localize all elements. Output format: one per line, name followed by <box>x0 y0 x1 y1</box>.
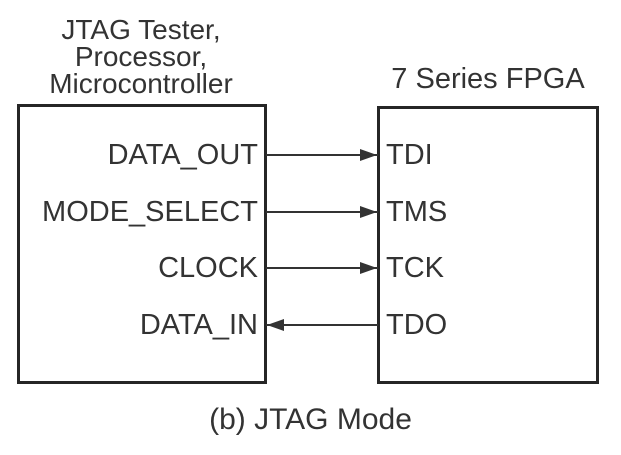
left-device-title-line-1: JTAG Tester, <box>61 14 221 45</box>
wire-mode-select-to-tms <box>266 211 378 213</box>
signal-label-tdi: TDI <box>386 139 433 171</box>
arrowhead-right-tck-icon <box>360 262 377 274</box>
signal-label-tck: TCK <box>386 252 444 284</box>
wire-clock-to-tck <box>266 267 378 269</box>
left-device-title: JTAG Tester, Processor, Microcontroller <box>0 14 282 99</box>
fpga-box <box>377 106 599 384</box>
signal-label-tdo: TDO <box>386 309 448 341</box>
wire-data-out-to-tdi <box>266 154 378 156</box>
signal-label-mode-select: MODE_SELECT <box>42 196 258 228</box>
signal-label-tms: TMS <box>386 196 448 228</box>
fpga-title: 7 Series FPGA <box>391 63 585 95</box>
wire-tdo-to-data-in <box>266 324 378 326</box>
left-device-title-line-2: Processor, <box>74 41 208 72</box>
signal-label-clock: CLOCK <box>158 252 258 284</box>
signal-label-data-out: DATA_OUT <box>107 139 258 171</box>
arrowhead-right-tdi-icon <box>360 149 377 161</box>
left-device-box <box>17 104 267 384</box>
arrowhead-right-tms-icon <box>360 206 377 218</box>
left-device-title-line-3: Microcontroller <box>49 68 233 99</box>
arrowhead-left-data-in-icon <box>267 319 284 331</box>
signal-label-data-in: DATA_IN <box>139 309 258 341</box>
figure-caption: (b) JTAG Mode <box>209 403 412 436</box>
